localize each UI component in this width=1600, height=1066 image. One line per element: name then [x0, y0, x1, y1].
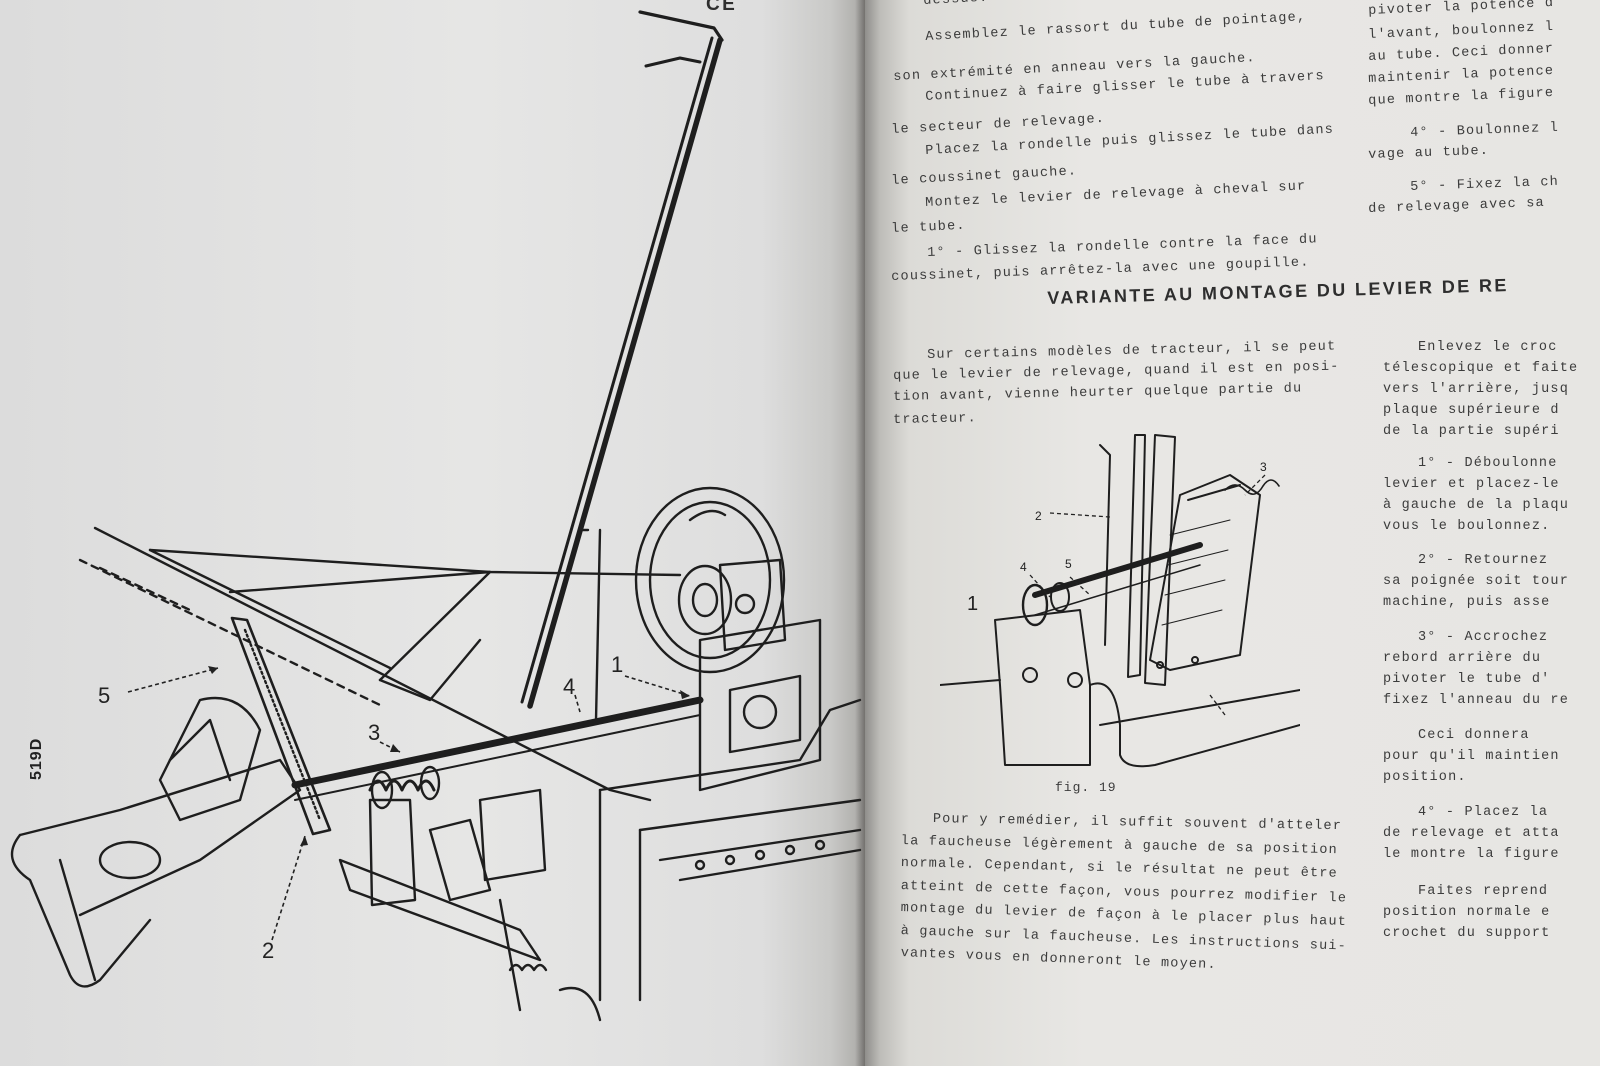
text-line: Assemblez le rassort du tube de pointage… — [925, 10, 1307, 45]
text-line: télescopique et faite — [1383, 361, 1579, 376]
text-line: de la partie supéri — [1383, 424, 1560, 439]
text-line: tion avant, vienne heurter quelque parti… — [893, 381, 1303, 405]
text-line: 5° - Fixez la ch — [1410, 174, 1560, 195]
text-line: levier et placez-le — [1383, 477, 1560, 492]
callout-1: 1 — [611, 652, 624, 677]
callout-5: 5 — [98, 683, 111, 708]
text-line: 3° - Accrochez — [1418, 630, 1549, 645]
figure-19-drawing: 1 2 3 4 5 — [940, 434, 1300, 768]
figure-label-3: 3 — [1260, 460, 1267, 474]
text-line: crochet du support — [1383, 926, 1551, 941]
section-heading: VARIANTE AU MONTAGE DU LEVIER DE RE — [1047, 275, 1510, 308]
left-title-fragment: CE — [706, 0, 738, 15]
text-line: Enlevez le croc — [1418, 340, 1558, 355]
mower-assembly-drawing — [10, 10, 862, 1022]
text-line: 1° - Déboulonne — [1418, 456, 1558, 471]
text-line: de relevage avec sa — [1368, 195, 1546, 217]
text-line: position. — [1383, 770, 1467, 785]
text-line: Pour y remédier, il suffit souvent d'att… — [932, 812, 1343, 835]
text-line: 2° - Retournez — [1418, 553, 1549, 568]
text-line: rebord arrière du — [1383, 651, 1542, 666]
figure-caption: fig. 19 — [1055, 780, 1117, 795]
text-line: le secteur de relevage. — [891, 111, 1106, 138]
text-line: Sur certains modèles de tracteur, il se … — [927, 339, 1337, 363]
figure-label-5: 5 — [1065, 557, 1072, 571]
text-line: pivoter la potence d — [1368, 0, 1555, 19]
text-line: Faites reprend — [1418, 884, 1549, 899]
text-line: vantes vous en donneront le moyen. — [900, 946, 1218, 974]
page-code: 519D — [28, 737, 45, 780]
text-line: la faucheuse légèrement à gauche de sa p… — [900, 834, 1339, 859]
text-line: plaque supérieure d — [1383, 403, 1560, 418]
text-line: vers l'arrière, jusq — [1383, 382, 1570, 397]
text-line: que montre la figure — [1368, 85, 1555, 109]
text-line: l'avant, boulonnez l — [1368, 19, 1555, 43]
figure-label-1: 1 — [967, 593, 978, 615]
text-line: sa poignée soit tour — [1383, 574, 1570, 589]
text-line: vage au tube. — [1368, 143, 1490, 163]
text-line: de relevage et atta — [1383, 826, 1560, 841]
text-line: dessus. — [923, 0, 989, 9]
figure-label-4: 4 — [1020, 560, 1027, 574]
text-line: que le levier de relevage, quand il est … — [893, 359, 1340, 384]
text-line: le montre la figure — [1383, 847, 1560, 862]
left-page: CE — [0, 0, 865, 1066]
text-line: position normale e — [1383, 905, 1551, 920]
text-line: 4° - Boulonnez l — [1410, 120, 1560, 141]
text-line: le coussinet gauche. — [891, 164, 1078, 189]
text-line: normale. Cependant, si le résultat ne pe… — [900, 856, 1339, 882]
callout-4: 4 — [563, 674, 576, 699]
text-line: pour qu'il maintien — [1383, 749, 1560, 764]
text-line: 4° - Placez la — [1418, 805, 1549, 820]
text-line: le tube. — [891, 218, 967, 237]
right-page: dessus. Assemblez le rassort du tube de … — [865, 0, 1600, 1066]
text-line: maintenir la potence — [1368, 63, 1555, 87]
text-line: pivoter le tube d' — [1383, 672, 1551, 687]
callout-2: 2 — [262, 938, 275, 963]
text-line: vous le boulonnez. — [1383, 519, 1551, 534]
text-line: au tube. Ceci donner — [1368, 41, 1555, 65]
figure-label-2: 2 — [1035, 509, 1042, 523]
text-line: fixez l'anneau du re — [1383, 693, 1570, 708]
text-line: à gauche de la plaqu — [1383, 498, 1570, 513]
text-line: machine, puis asse — [1383, 595, 1551, 610]
text-line: Ceci donnera — [1418, 728, 1530, 743]
callout-3: 3 — [368, 720, 381, 745]
